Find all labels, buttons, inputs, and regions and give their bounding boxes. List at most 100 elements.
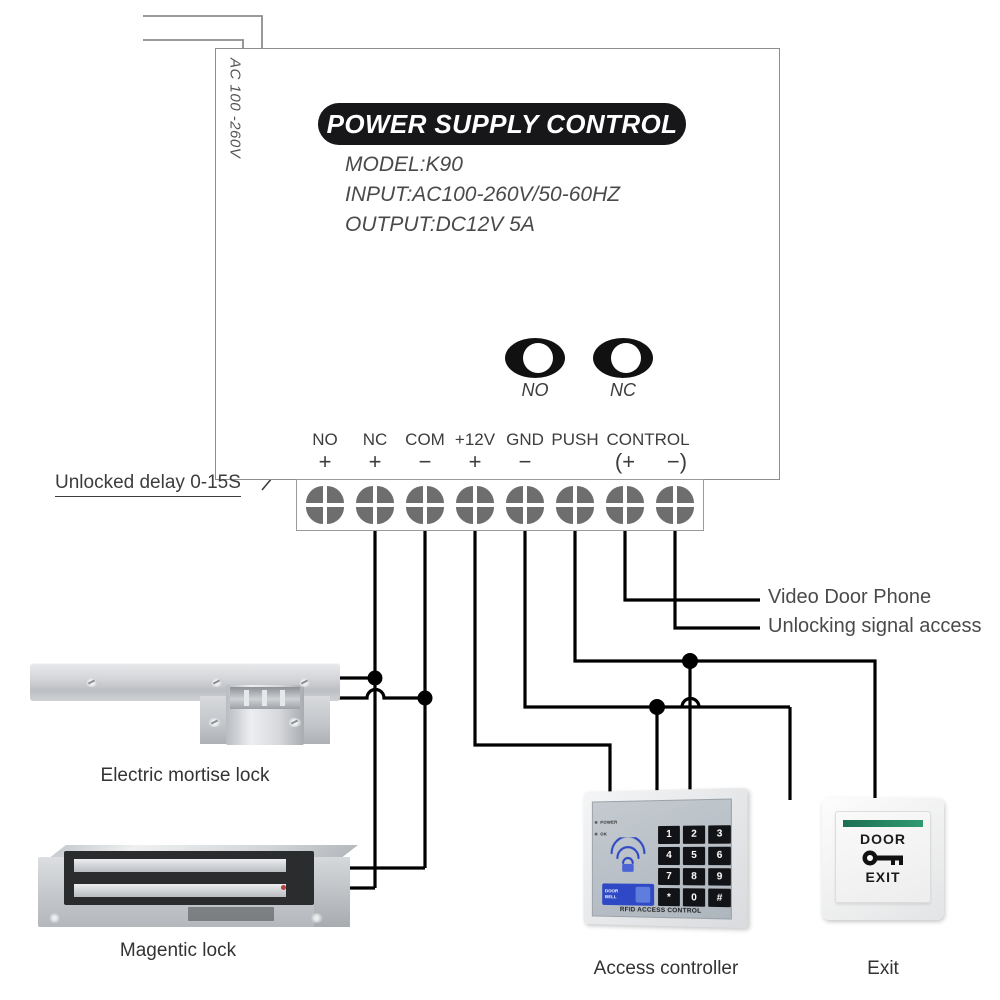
terminal-labels: NO + NC + COM − +12V + GND − PUSH CONTRO… bbox=[292, 430, 712, 482]
jumper-post-nc[interactable]: NC bbox=[593, 338, 653, 400]
unlocked-delay-note: Unlocked delay 0-15S bbox=[55, 472, 241, 497]
keypad-key-hash[interactable]: # bbox=[708, 888, 731, 908]
exit-press-button[interactable]: DOOR EXIT bbox=[835, 811, 931, 903]
junction-gnd-bus bbox=[649, 699, 665, 715]
jumper-posts: NO NC bbox=[505, 338, 675, 408]
keypad-key-6[interactable]: 6 bbox=[708, 846, 731, 865]
spec-output: OUTPUT:DC12V 5A bbox=[345, 212, 535, 236]
wire-mortise-bottom bbox=[160, 687, 425, 700]
terminal-sign-12v: + bbox=[468, 449, 482, 474]
led-label-ok: OK bbox=[600, 831, 608, 837]
maglock-recess bbox=[64, 851, 314, 905]
terminal-sign-control-minus: −) bbox=[666, 449, 688, 474]
caption-access-controller: Access controller bbox=[593, 958, 739, 979]
controller-brand-label: RFID ACCESS CONTROL bbox=[619, 906, 702, 915]
keypad-key-9[interactable]: 9 bbox=[708, 867, 731, 886]
maglock-pole-bar bbox=[74, 884, 286, 897]
wire-gnd bbox=[523, 531, 649, 709]
post-label-no: NO bbox=[521, 380, 549, 400]
terminal-label-gnd: GND bbox=[506, 430, 544, 449]
magnetic-lock bbox=[38, 845, 358, 927]
keypad-key-3[interactable]: 3 bbox=[708, 825, 731, 844]
maglock-bolt-icon bbox=[310, 913, 323, 923]
power-supply-title: POWER SUPPLY CONTROL bbox=[318, 103, 686, 145]
doorbell-line1: DOOR bbox=[605, 888, 619, 894]
terminal-screw-12v[interactable] bbox=[456, 486, 494, 524]
terminal-label-com: COM bbox=[405, 430, 445, 449]
exit-button[interactable]: DOOR EXIT bbox=[822, 798, 944, 920]
terminal-label-push: PUSH bbox=[551, 430, 599, 449]
junction-push-bus bbox=[682, 653, 698, 669]
post-label-nc: NC bbox=[610, 380, 636, 400]
terminal-label-nc: NC bbox=[362, 430, 388, 449]
callout-unlocking-signal: Unlocking signal access bbox=[768, 615, 982, 637]
power-supply-specs: MODEL:K90 INPUT:AC100-260V/50-60HZ OUTPU… bbox=[345, 150, 620, 239]
spec-input: INPUT:AC100-260V/50-60HZ bbox=[345, 182, 621, 206]
exit-label-exit: EXIT bbox=[865, 869, 901, 885]
junction-com-mortise bbox=[417, 690, 433, 706]
keypad-key-7[interactable]: 7 bbox=[658, 867, 680, 886]
terminal-sign-nc: + bbox=[368, 449, 382, 474]
callout-video-door-phone: Video Door Phone bbox=[768, 586, 932, 608]
keypad-key-2[interactable]: 2 bbox=[682, 825, 706, 844]
wire-junctions bbox=[367, 653, 698, 715]
maglock-spec-tag bbox=[188, 907, 274, 921]
spec-model: MODEL:K90 bbox=[345, 153, 463, 176]
rfid-wave-icon bbox=[606, 837, 650, 872]
mortise-screw-icon bbox=[85, 678, 98, 687]
keypad-key-1[interactable]: 1 bbox=[658, 825, 680, 844]
caption-magnetic-lock: Magentic lock bbox=[119, 940, 237, 961]
wire-12v bbox=[473, 531, 612, 800]
terminal-label-12v: +12V bbox=[454, 430, 496, 449]
terminal-sign-no: + bbox=[318, 449, 332, 474]
led-label-power: POWER bbox=[600, 819, 618, 825]
maglock-bolt-icon bbox=[48, 913, 61, 923]
exit-label-door: DOOR bbox=[860, 831, 906, 847]
wire-push bbox=[573, 531, 690, 663]
mortise-screw-icon bbox=[298, 678, 311, 687]
wire-control-minus bbox=[673, 531, 760, 630]
wire-control-plus bbox=[623, 531, 760, 602]
caption-mortise-lock: Electric mortise lock bbox=[100, 765, 270, 786]
jumper-post-no[interactable]: NO bbox=[505, 338, 565, 400]
mortise-slot bbox=[230, 687, 300, 709]
bell-icon bbox=[635, 886, 651, 903]
ac-input-text: AC 100 -260V bbox=[226, 58, 244, 159]
key-icon bbox=[862, 850, 903, 866]
terminal-sign-gnd: − bbox=[518, 449, 532, 474]
keypad-key-0[interactable]: 0 bbox=[682, 888, 706, 907]
terminal-screw-push[interactable] bbox=[556, 486, 594, 524]
post-hole-icon bbox=[611, 343, 641, 373]
maglock-pole-bar bbox=[74, 859, 286, 872]
terminal-screw-control-minus[interactable] bbox=[656, 486, 694, 524]
terminal-screw-com[interactable] bbox=[406, 486, 444, 524]
wire-ac-mains bbox=[143, 15, 263, 50]
keypad[interactable]: 1 2 3 4 5 6 7 8 9 * 0 # bbox=[658, 825, 731, 908]
terminal-screw-control-plus[interactable] bbox=[606, 486, 644, 524]
terminal-label-no: NO bbox=[312, 430, 338, 449]
keypad-key-5[interactable]: 5 bbox=[682, 846, 706, 865]
terminal-sign-control-plus: (+ bbox=[614, 449, 636, 474]
terminal-screw-gnd[interactable] bbox=[506, 486, 544, 524]
mortise-screw-icon bbox=[288, 718, 301, 727]
terminal-screw-nc[interactable] bbox=[356, 486, 394, 524]
keypad-key-star[interactable]: * bbox=[658, 888, 680, 907]
wire-hop-gnd-push bbox=[680, 696, 701, 708]
post-hole-icon bbox=[523, 343, 553, 373]
terminal-label-control: CONTROL bbox=[606, 430, 690, 449]
keypad-key-8[interactable]: 8 bbox=[682, 867, 706, 886]
terminal-screw-no[interactable] bbox=[306, 486, 344, 524]
terminal-sign-com: − bbox=[418, 449, 432, 474]
ac-input-label: AC 100 -260V bbox=[222, 58, 248, 228]
keypad-key-4[interactable]: 4 bbox=[658, 846, 680, 865]
mortise-screw-icon bbox=[208, 718, 221, 727]
wire-push-exit bbox=[690, 659, 877, 800]
doorbell-line2: BELL bbox=[605, 894, 617, 900]
electric-mortise-lock bbox=[30, 663, 340, 748]
